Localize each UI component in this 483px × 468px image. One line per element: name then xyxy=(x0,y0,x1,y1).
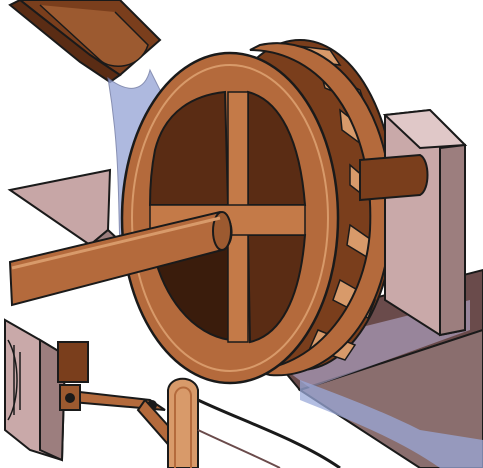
lever-frame xyxy=(168,379,198,468)
water-wheel xyxy=(122,40,395,383)
bearing-block-right xyxy=(385,110,465,335)
axle-right xyxy=(360,155,428,200)
